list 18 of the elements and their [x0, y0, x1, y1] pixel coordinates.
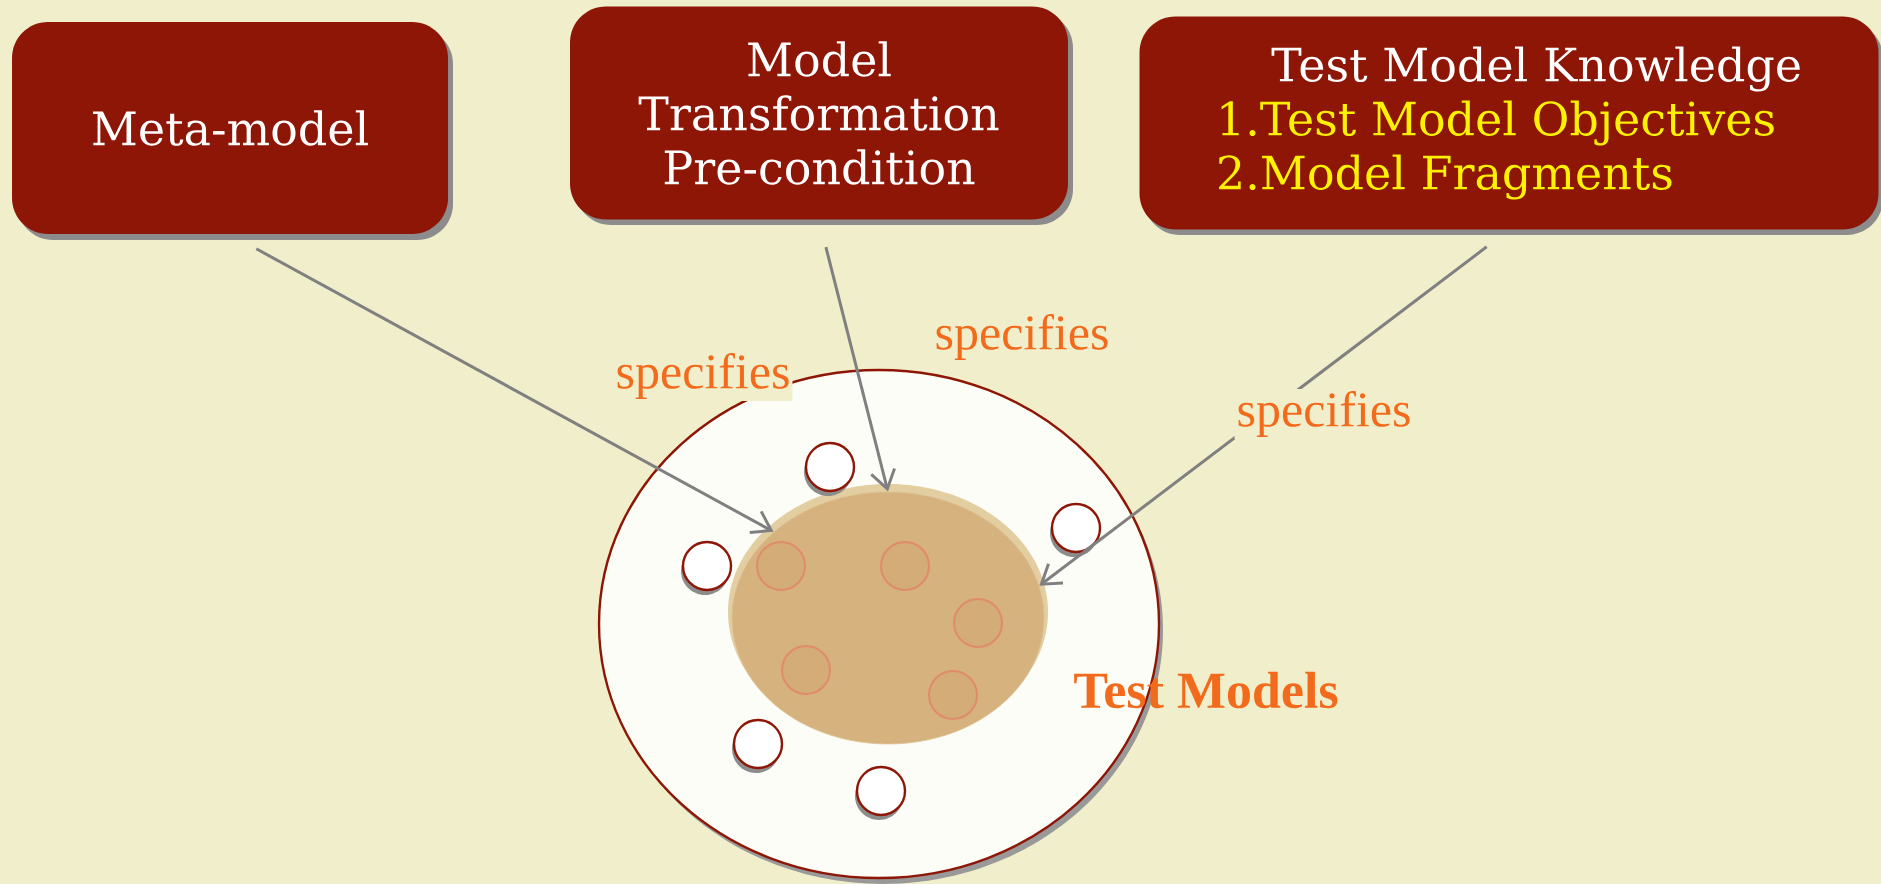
- circle: [1050, 502, 1102, 557]
- text-box: Test Model Knowledge 1.Test Model Objectives 2.Model Fragments: [1139, 16, 1881, 235]
- text-box: Model Transformation Pre-condition: [570, 6, 1073, 225]
- edge-label: specifies: [613, 351, 793, 401]
- edge-label: specifies: [1234, 389, 1414, 439]
- circle: [781, 645, 831, 695]
- circle: [756, 541, 806, 591]
- edge-label: specifies: [932, 312, 1112, 362]
- circle: [681, 540, 733, 595]
- text-box: Meta-model: [12, 22, 453, 240]
- circle: [732, 718, 784, 773]
- circle: [855, 765, 907, 820]
- circle: [928, 670, 978, 720]
- circle: [804, 441, 856, 496]
- arrow: [255, 247, 774, 534]
- arrow: [824, 246, 896, 492]
- circle: [880, 541, 930, 591]
- circle: [953, 598, 1003, 648]
